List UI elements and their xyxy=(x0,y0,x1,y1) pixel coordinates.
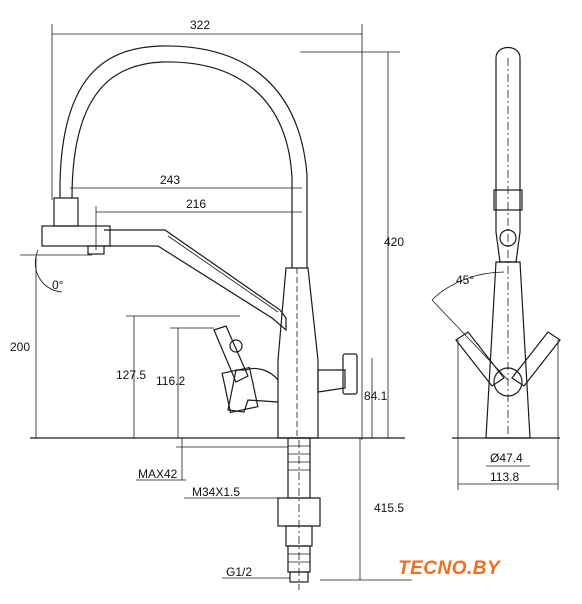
side-lever-left xyxy=(455,331,505,387)
dim-side-angle: 45° xyxy=(456,273,474,287)
side-view: 45° Ø47.4 113.8 xyxy=(431,46,561,490)
spout-head xyxy=(53,197,79,227)
dim-overall-width: 322 xyxy=(190,18,210,32)
mixer-lever xyxy=(227,367,279,413)
dim-connection-thread: G1/2 xyxy=(226,565,252,579)
dim-mounting-thread: M34X1.5 xyxy=(192,485,240,499)
dim-lever-height: 127.5 xyxy=(116,368,146,382)
dim-rotation-angle: 0° xyxy=(52,278,64,292)
dim-spout-outlet-height: 200 xyxy=(10,340,30,354)
arched-spout xyxy=(59,45,308,268)
side-lever-right xyxy=(511,331,561,387)
front-view xyxy=(30,45,405,583)
front-dimension-lines: 322 243 216 420 0° 200 127.5 116.2 84.1 … xyxy=(10,18,412,590)
dim-overall-height: 420 xyxy=(384,235,404,249)
dim-spout-reach-inner: 216 xyxy=(186,197,206,211)
side-body xyxy=(485,261,531,439)
dim-filter-handle-height: 84.1 xyxy=(364,389,388,403)
dim-side-depth: 113.8 xyxy=(490,470,519,484)
brand-logo: TECNO.BY xyxy=(398,558,502,579)
dim-spout-reach-outer: 243 xyxy=(160,173,180,187)
dim-hose-length: 415.5 xyxy=(374,501,404,515)
filter-handle xyxy=(317,369,346,393)
dim-base-diameter: Ø47.4 xyxy=(490,451,523,465)
faucet-body xyxy=(277,267,319,439)
filtered-water-tube xyxy=(104,229,287,332)
dim-max-counter-thickness: MAX42 xyxy=(138,467,178,481)
dim-body-outlet-height: 116.2 xyxy=(156,374,185,388)
